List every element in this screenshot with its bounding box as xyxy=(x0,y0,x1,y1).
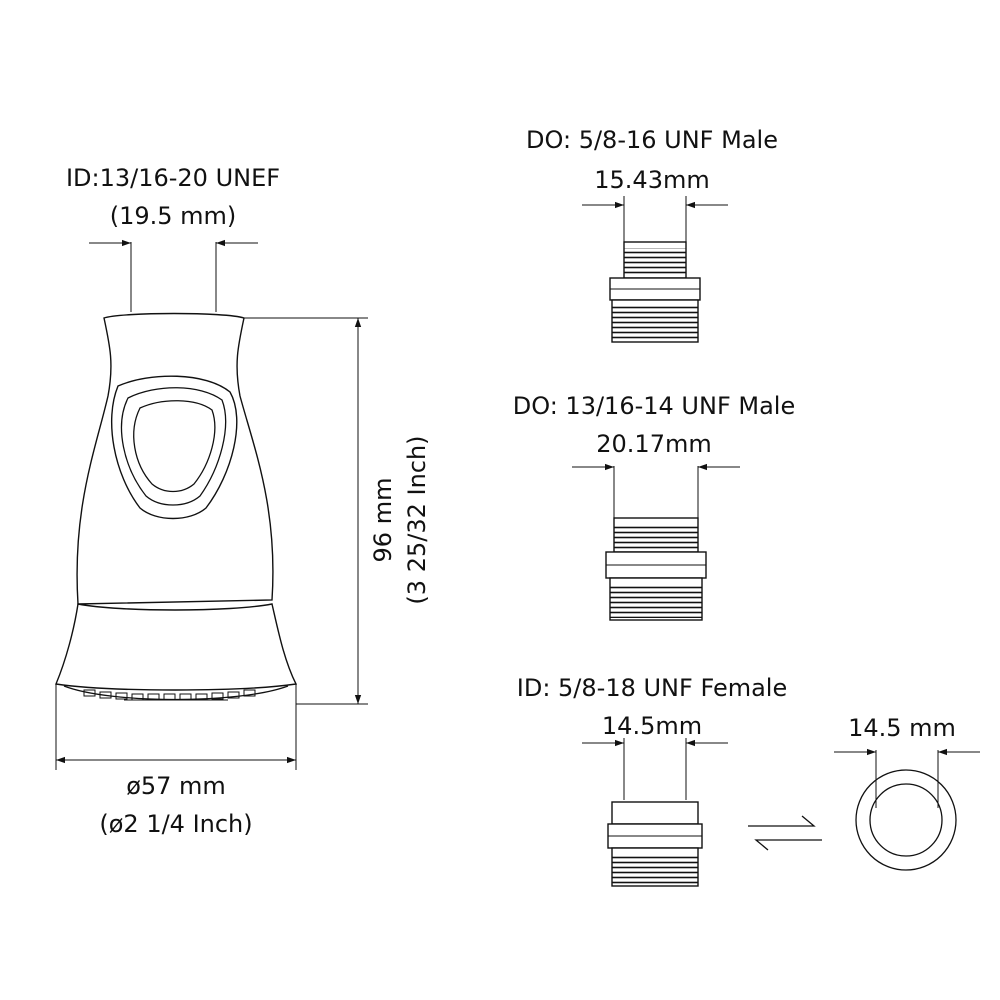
height-inch-label: (3 25/32 Inch) xyxy=(403,435,431,605)
adapter-5-8-18-female xyxy=(582,738,728,887)
diameter-mm-label: ø57 mm xyxy=(126,772,226,800)
adapter-1-spec-label: DO: 5/8-16 UNF Male xyxy=(526,126,778,154)
sprayer-lower-skirt xyxy=(55,603,298,691)
height-dimension xyxy=(244,317,368,705)
height-mm-label: 96 mm xyxy=(369,477,397,563)
adapter-5-8-16-male xyxy=(582,196,728,343)
spray-face xyxy=(63,685,289,701)
height-label: 96 mm (3 25/32 Inch) xyxy=(366,435,434,604)
adapter-1-width-label: 15.43mm xyxy=(594,166,710,194)
inlet-dimension xyxy=(89,239,258,312)
adapter-3-spec-label: ID: 5/8-18 UNF Female xyxy=(516,674,788,702)
exchange-arrows-icon xyxy=(748,815,822,851)
sprayer-head xyxy=(55,312,298,701)
adapter-2-spec-label: DO: 13/16-14 UNF Male xyxy=(512,392,796,420)
diameter-inch-label: (ø2 1/4 Inch) xyxy=(99,810,253,838)
trigger-button xyxy=(111,375,238,520)
adapter-3-width-label: 14.5mm xyxy=(601,712,703,740)
diameter-dimension xyxy=(55,684,297,770)
adapter-2-width-label: 20.17mm xyxy=(596,430,712,458)
rubber-ring xyxy=(834,748,980,871)
inlet-mm-label: (19.5 mm) xyxy=(109,202,237,230)
ring-width-label: 14.5 mm xyxy=(848,714,956,742)
adapter-13-16-14-male xyxy=(572,463,740,621)
inlet-spec-label: ID:13/16-20 UNEF xyxy=(65,164,281,192)
